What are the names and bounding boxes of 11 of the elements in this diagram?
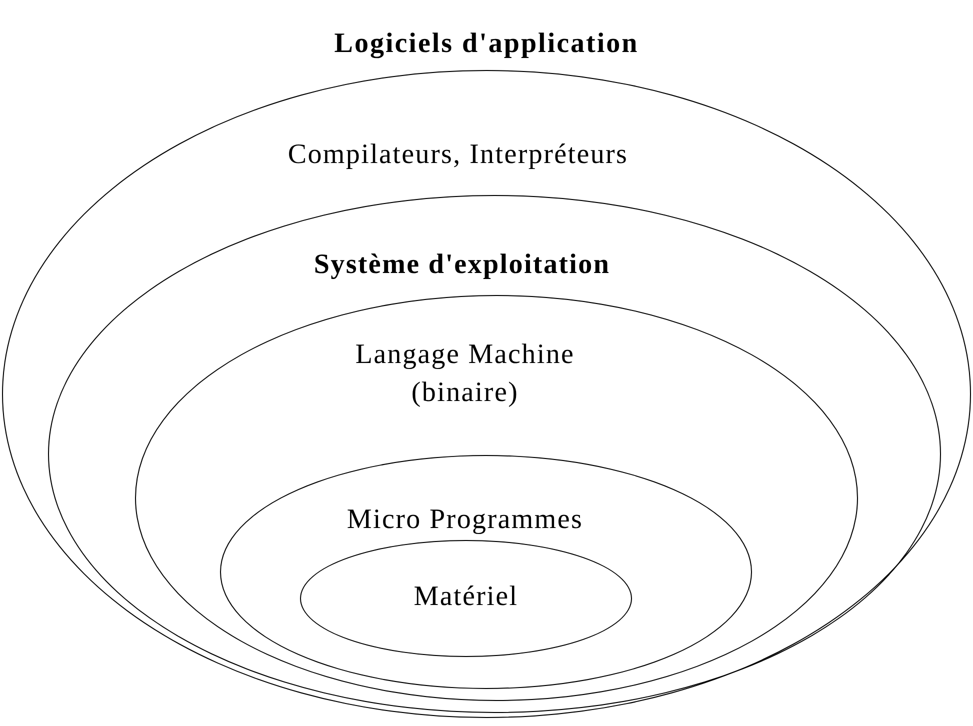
layer-label: Matériel [412, 580, 520, 614]
layer-label: Langage Machine (binaire) [354, 338, 576, 410]
layer-label: Micro Programmes [346, 503, 584, 537]
layer-ellipse [2, 70, 971, 718]
layer-label: Système d'exploitation [312, 248, 612, 282]
diagram-title: Logiciels d'application [333, 28, 640, 60]
layer-ellipse [220, 455, 752, 689]
layer-ellipse [300, 540, 632, 657]
layer-ellipse [135, 295, 858, 701]
layer-label: Compilateurs, Interpréteurs [286, 138, 630, 172]
layer-ellipse [48, 195, 941, 713]
